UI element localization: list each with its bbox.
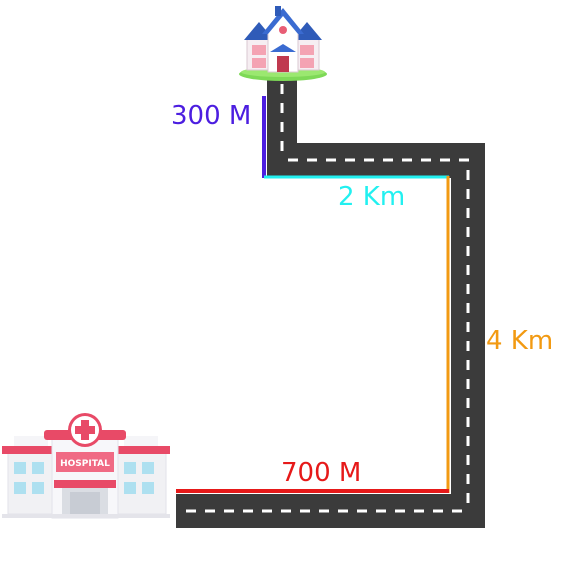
distance-label-2km: 2 Km <box>338 182 406 212</box>
road-center-dashes <box>186 84 476 513</box>
distance-label-300m: 300 M <box>171 101 252 131</box>
hospital-icon: HOSPITAL <box>2 413 170 519</box>
distance-label-4km: 4 Km <box>486 326 554 356</box>
distance-label-700m: 700 M <box>281 458 362 488</box>
hospital-sign-text: HOSPITAL <box>60 459 110 469</box>
house-icon <box>239 6 327 81</box>
road-vertical-right <box>451 143 485 528</box>
